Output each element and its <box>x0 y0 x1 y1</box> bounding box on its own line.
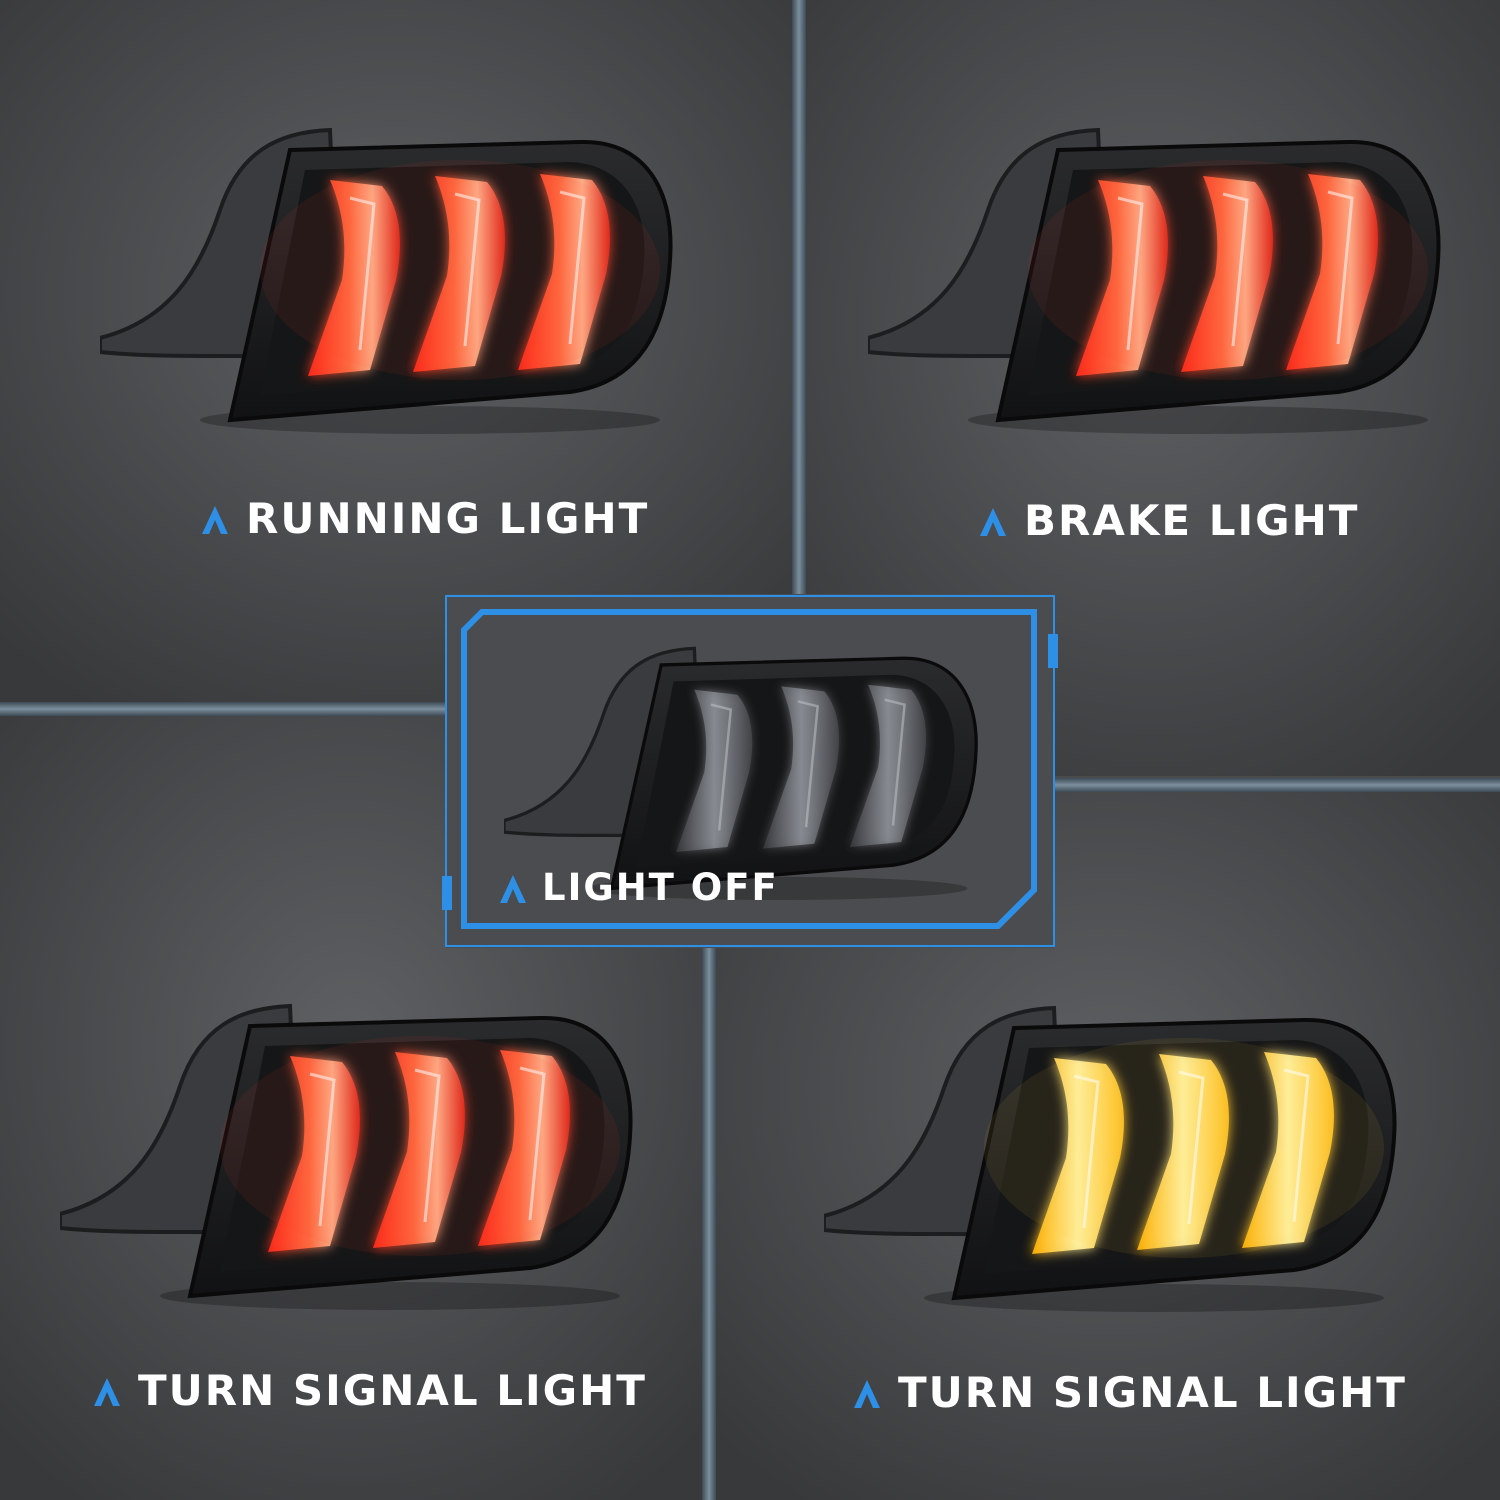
bar-highlight <box>710 703 733 831</box>
bar-highlight <box>454 192 481 347</box>
light-bar <box>308 180 400 376</box>
highlight-frame <box>442 595 1058 947</box>
divider-vertical-bottom <box>702 940 716 1500</box>
bar-highlight <box>797 700 819 828</box>
lamp-ambient-glow <box>1028 160 1428 380</box>
bar-highlight <box>1327 190 1354 345</box>
chevron-up-icon <box>202 505 228 534</box>
light-bar <box>1286 174 1378 370</box>
bar-highlight <box>519 1066 546 1221</box>
bar-highlight <box>309 1072 336 1227</box>
lamp-ambient-glow <box>220 1036 620 1256</box>
panel-running-light: RUNNING LIGHT <box>0 0 792 702</box>
light-bars <box>268 1050 570 1252</box>
light-bar <box>676 689 753 852</box>
panel-label: TURN SIGNAL LIGHT <box>92 1366 647 1415</box>
light-bar <box>518 174 610 370</box>
tail-lamp-image <box>824 1005 1397 1312</box>
bar-highlight <box>884 698 906 826</box>
light-bar <box>268 1056 360 1252</box>
divider-vertical-top <box>792 0 806 600</box>
divider-horizontal-left <box>0 702 450 716</box>
tail-lamp-image <box>100 127 673 434</box>
chevron-up-icon <box>980 507 1006 536</box>
light-bar <box>373 1052 465 1248</box>
divider-horizontal-right <box>1050 778 1500 792</box>
light-bar <box>1181 176 1273 372</box>
lamp-ambient-glow <box>984 1038 1384 1258</box>
bar-highlight <box>559 190 586 345</box>
light-bars <box>676 684 927 852</box>
panel-label: TURN SIGNAL LIGHT <box>852 1368 1407 1417</box>
tail-lamp-image <box>868 127 1441 434</box>
panel-label: LIGHT OFF <box>498 866 779 909</box>
chevron-up-icon <box>854 1379 880 1408</box>
tail-lamp-image <box>60 1003 633 1310</box>
light-bars <box>308 174 610 376</box>
label-text: BRAKE LIGHT <box>1024 496 1360 545</box>
label-text: TURN SIGNAL LIGHT <box>898 1368 1407 1417</box>
light-bars <box>1076 174 1378 376</box>
light-bar <box>849 684 927 847</box>
light-bar <box>413 176 505 372</box>
tail-lamp-image <box>504 646 978 900</box>
bar-highlight <box>1178 1070 1205 1225</box>
light-bar <box>478 1050 570 1246</box>
light-bar <box>763 686 840 849</box>
label-text: LIGHT OFF <box>542 866 779 909</box>
light-bars <box>1032 1052 1334 1254</box>
bar-highlight <box>414 1068 441 1223</box>
chevron-up-icon <box>94 1377 120 1406</box>
chevron-up-icon <box>500 874 526 903</box>
light-bar <box>1242 1052 1334 1248</box>
lamp-ambient-glow <box>260 160 660 380</box>
light-bar <box>1032 1058 1124 1254</box>
label-text: RUNNING LIGHT <box>246 494 650 543</box>
panel-label: BRAKE LIGHT <box>978 496 1359 545</box>
panel-label: RUNNING LIGHT <box>200 494 649 543</box>
bar-highlight <box>1073 1074 1100 1229</box>
light-bar <box>1076 180 1168 376</box>
bar-highlight <box>1117 196 1144 351</box>
panel-light-off: LIGHT OFF <box>446 594 1054 948</box>
label-text: TURN SIGNAL LIGHT <box>138 1366 647 1415</box>
light-bar <box>1137 1054 1229 1250</box>
bar-highlight <box>1283 1068 1310 1223</box>
bar-highlight <box>349 196 376 351</box>
bar-highlight <box>1222 192 1249 347</box>
